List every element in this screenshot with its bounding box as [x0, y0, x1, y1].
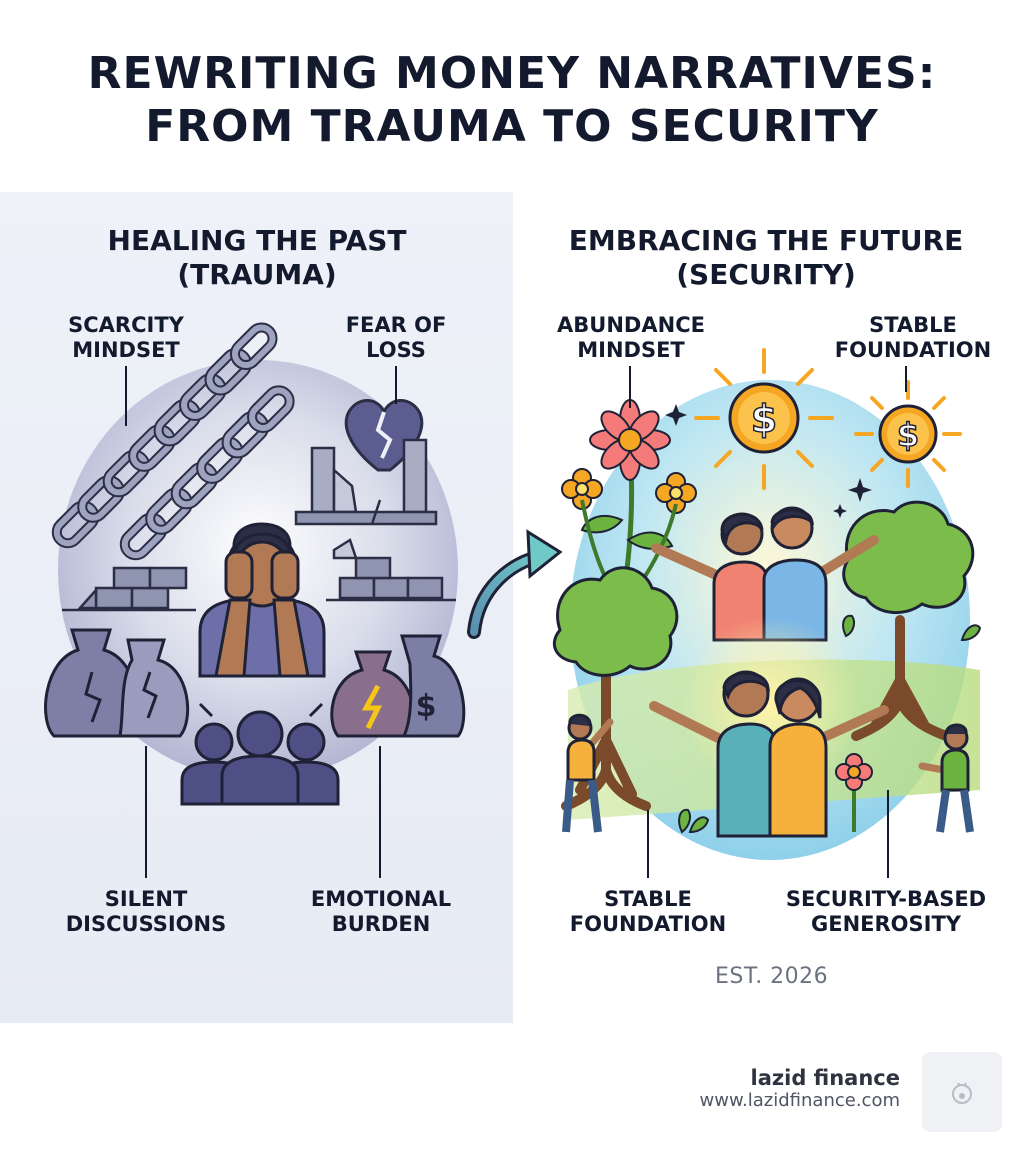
label-stable-top-line-1: STABLE: [869, 313, 957, 337]
rubble-left-icon: [62, 566, 196, 612]
distressed-person-icon: [198, 522, 326, 678]
label-burden-line-1: EMOTIONAL: [310, 887, 452, 911]
trauma-heading-line-1: HEALING THE PAST: [107, 224, 407, 257]
burden-money-bags-icon: $: [330, 634, 466, 738]
happy-couple-lower-icon: [649, 670, 889, 838]
transition-arrow-icon: [467, 529, 563, 639]
money-symbol-text: $: [416, 689, 437, 724]
silent-group-icon: [180, 702, 340, 806]
label-stable-foundation-bottom: STABLE FOUNDATION: [560, 887, 736, 936]
security-illustration: $ $: [553, 348, 982, 878]
label-stable-foundation-top: STABLE FOUNDATION: [828, 313, 998, 362]
label-scarcity-line-2: MINDSET: [72, 337, 180, 362]
label-fear-line-2: LOSS: [366, 337, 426, 362]
trauma-illustration: $: [44, 322, 466, 878]
sun-symbol-text: $: [751, 397, 777, 441]
label-scarcity-line-1: SCARCITY: [68, 313, 184, 337]
est-year: EST. 2026: [715, 964, 829, 989]
sprout-icon: [678, 614, 982, 834]
sun-small-symbol-text: $: [897, 416, 919, 454]
trauma-heading-line-2: (TRAUMA): [177, 258, 337, 292]
title-line-1: REWRITING MONEY NARRATIVES:: [87, 48, 937, 99]
label-generosity-line-1: SECURITY-BASED: [785, 887, 987, 911]
cracked-money-bags-icon: [44, 628, 190, 738]
label-burden-line-2: BURDEN: [331, 911, 431, 936]
security-heading-line-2: (SECURITY): [676, 258, 856, 292]
child-left-icon: [562, 713, 614, 833]
security-heading: EMBRACING THE FUTURE (SECURITY): [546, 224, 986, 292]
flower-icon: [561, 399, 697, 601]
brand-name: lazid finance: [750, 1066, 900, 1090]
label-stable-bottom-line-2: FOUNDATION: [569, 911, 727, 936]
label-stable-bottom-line-1: STABLE: [604, 887, 692, 911]
label-abundance-line-1: ABUNDANCE: [557, 313, 705, 337]
label-scarcity-mindset: SCARCITY MINDSET: [46, 313, 206, 362]
label-generosity-line-2: GENEROSITY: [811, 911, 961, 936]
title-line-2: FROM TRAUMA TO SECURITY: [145, 100, 879, 152]
chain-icon: [51, 322, 295, 561]
child-right-icon: [918, 723, 974, 833]
broken-pillars-icon: [294, 438, 438, 526]
security-heading-line-1: EMBRACING THE FUTURE: [568, 224, 964, 257]
brand-logo: [922, 1052, 1002, 1132]
trauma-leader-lines: [125, 366, 397, 878]
page-title: REWRITING MONEY NARRATIVES: FROM TRAUMA …: [0, 48, 1024, 154]
security-leader-lines: [629, 366, 907, 878]
rubble-right-icon: [326, 538, 456, 602]
label-silent-line-1: SILENT: [104, 887, 188, 911]
label-abundance-mindset: ABUNDANCE MINDSET: [546, 313, 716, 362]
label-security-based-generosity: SECURITY-BASED GENEROSITY: [778, 887, 994, 936]
label-stable-top-line-2: FOUNDATION: [834, 337, 992, 362]
sparkle-icon: [665, 404, 872, 518]
dollar-sun-icon: $: [694, 348, 834, 490]
label-fear-of-loss: FEAR OF LOSS: [326, 313, 466, 362]
label-fear-line-1: FEAR OF: [345, 313, 447, 337]
label-silent-line-2: DISCUSSIONS: [65, 911, 227, 936]
trauma-heading: HEALING THE PAST (TRAUMA): [62, 224, 452, 292]
dollar-sun-small-icon: $: [854, 380, 962, 488]
small-flower-icon: [835, 753, 873, 832]
label-emotional-burden: EMOTIONAL BURDEN: [296, 887, 466, 936]
logo-icon: [952, 1082, 972, 1104]
tree-right-icon: [842, 500, 975, 741]
brand-url[interactable]: www.lazidfinance.com: [699, 1090, 900, 1111]
label-silent-discussions: SILENT DISCUSSIONS: [56, 887, 236, 936]
label-abundance-line-2: MINDSET: [577, 337, 685, 362]
